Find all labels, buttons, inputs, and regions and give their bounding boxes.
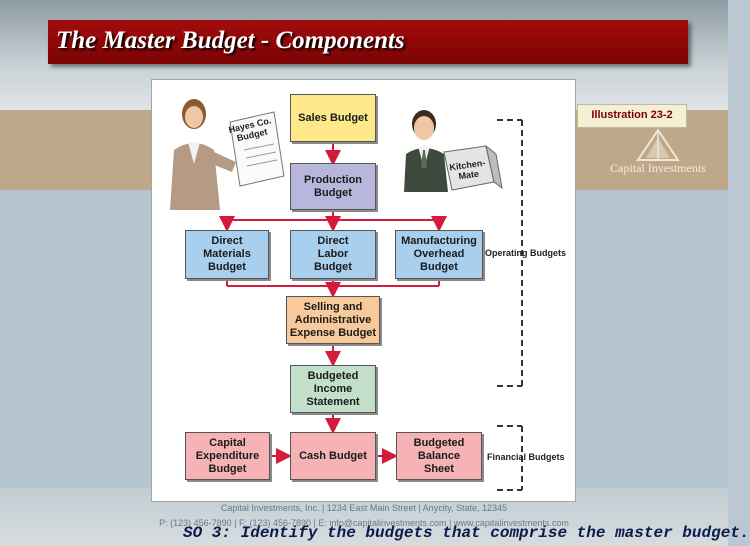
footer-address: Capital Investments, Inc. | 1234 East Ma… — [220, 503, 508, 513]
cash-budget-label: Cash Budget — [299, 449, 367, 462]
box-sales-budget: Sales Budget — [290, 94, 376, 142]
operating-budgets-label: Operating Budgets — [485, 248, 567, 258]
direct-materials-label: Direct Materials Budget — [203, 235, 251, 273]
footer-contact: P: (123) 456-7890 | F: (123) 456-7890 | … — [159, 518, 569, 528]
box-manufacturing-overhead: Manufacturing Overhead Budget — [395, 230, 483, 279]
man-illustration — [404, 110, 448, 192]
manufacturing-overhead-label: Manufacturing Overhead Budget — [401, 235, 477, 273]
budget-paper-illustration — [229, 111, 285, 187]
box-direct-labor: Direct Labor Budget — [290, 230, 376, 279]
woman-illustration — [170, 99, 236, 210]
box-budgeted-income: Budgeted Income Statement — [290, 365, 376, 413]
diagram-connectors — [170, 99, 523, 491]
kitchen-mate-box-illustration — [443, 144, 503, 191]
budgeted-income-label: Budgeted Income Statement — [306, 369, 360, 408]
illustration-label: Illustration 23-2 — [591, 109, 673, 121]
box-budgeted-balance-sheet: Budgeted Balance Sheet — [396, 432, 482, 480]
study-objective: SO 3: Identify the budgets that comprise… — [183, 524, 750, 542]
direct-labor-label: Direct Labor Budget — [314, 235, 352, 273]
capital-investments-logo-icon — [636, 128, 680, 161]
slide-title: The Master Budget - Components — [56, 27, 405, 54]
selling-admin-label: Selling and Administrative Expense Budge… — [289, 300, 377, 339]
diagram-panel: Hayes Co. Budget Kitchen- Mate Sales Bud… — [151, 79, 576, 502]
box-production-budget: Production Budget — [290, 163, 376, 210]
box-capital-expenditure: Capital Expenditure Budget — [185, 432, 270, 480]
balance-sheet-label: Budgeted Balance Sheet — [413, 436, 465, 475]
financial-budgets-label: Financial Budgets — [487, 452, 565, 462]
box-cash-budget: Cash Budget — [290, 432, 376, 480]
production-budget-label: Production Budget — [303, 173, 363, 199]
capital-expenditure-label: Capital Expenditure Budget — [195, 436, 260, 475]
sales-budget-label: Sales Budget — [298, 111, 368, 124]
illustration-badge: Illustration 23-2 — [577, 104, 687, 128]
box-direct-materials: Direct Materials Budget — [185, 230, 269, 279]
box-selling-admin: Selling and Administrative Expense Budge… — [286, 296, 380, 344]
title-bar: The Master Budget - Components — [48, 20, 688, 64]
logo-text: Capital Investments — [610, 161, 706, 175]
